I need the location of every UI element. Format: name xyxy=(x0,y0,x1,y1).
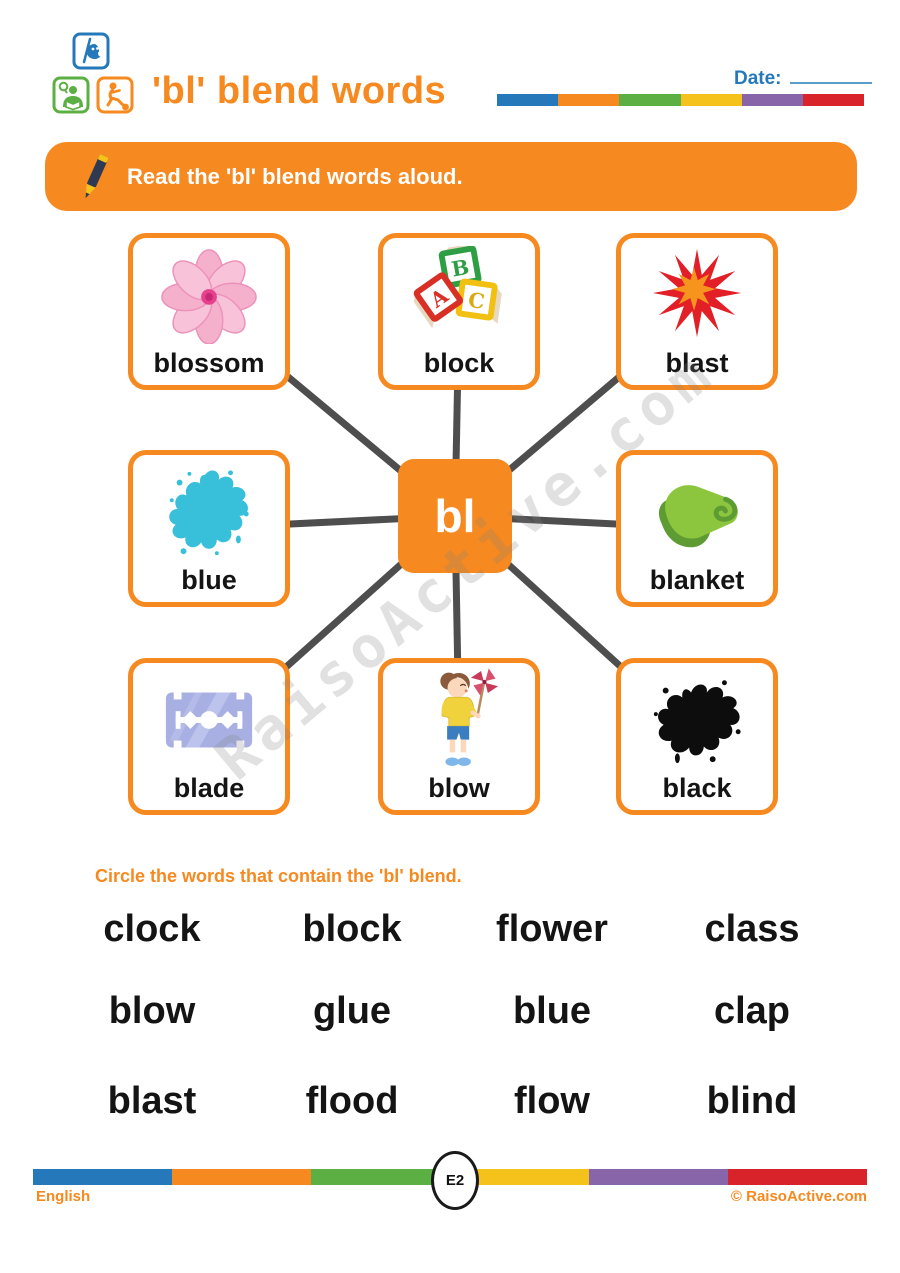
grid-word: blind xyxy=(706,1080,798,1122)
word-card-blue: blue xyxy=(128,450,290,607)
grid-word: clock xyxy=(103,908,201,950)
date-field: Date: xyxy=(734,68,872,90)
stripe-segment xyxy=(172,1169,311,1185)
word-card-blow: blow xyxy=(378,658,540,815)
stripe-segment xyxy=(741,94,803,106)
grid-word: clap xyxy=(713,990,791,1032)
sports-runner-icon xyxy=(96,76,134,114)
card-word: blow xyxy=(428,773,490,803)
svg-text:B: B xyxy=(450,255,471,282)
stripe-segment xyxy=(558,94,620,106)
level-badge: E2 xyxy=(431,1151,479,1210)
grid-word: blow xyxy=(108,990,196,1032)
stripe-segment xyxy=(619,94,681,106)
word-card-black: black xyxy=(616,658,778,815)
green-blanket-image xyxy=(645,463,749,561)
instruction-banner: Read the 'bl' blend words aloud. xyxy=(45,142,857,211)
page-title: 'bl' blend words xyxy=(152,70,447,112)
word-grid-row: clock block flower class xyxy=(52,908,852,951)
card-word: black xyxy=(662,773,732,803)
card-word: block xyxy=(423,348,495,378)
pink-blossom-flower-image xyxy=(157,246,261,345)
explosion-burst-image xyxy=(645,246,749,344)
razor-blade-image xyxy=(157,671,261,769)
card-word: blue xyxy=(181,565,237,595)
reading-person-icon xyxy=(52,76,90,114)
stripe-segment xyxy=(450,1169,589,1185)
stripe-segment xyxy=(802,94,865,106)
rainbow-stripe-bottom xyxy=(33,1169,867,1185)
word-card-blossom: blossom xyxy=(128,233,290,390)
card-word: blast xyxy=(665,348,729,378)
footer-subject-label: English xyxy=(36,1188,91,1205)
grid-word: class xyxy=(704,908,800,950)
grid-word: glue xyxy=(312,990,392,1032)
rainbow-stripe-top xyxy=(497,94,865,106)
word-card-block: B C A block xyxy=(378,233,540,390)
black-ink-splat-image xyxy=(645,671,749,769)
blue-paint-splat-image xyxy=(157,463,261,561)
grid-word: flow xyxy=(514,1080,590,1122)
grid-word: blast xyxy=(107,1080,197,1122)
grid-word: blue xyxy=(512,990,592,1032)
footer-copyright: © RaisoActive.com xyxy=(730,1188,867,1205)
circle-instruction: Circle the words that contain the 'bl' b… xyxy=(95,866,462,886)
art-palette-icon xyxy=(72,32,110,70)
stripe-segment xyxy=(589,1169,728,1185)
date-blank-line xyxy=(789,68,872,84)
card-word: blossom xyxy=(153,348,265,378)
word-grid-row: blast flood flow blind xyxy=(52,1080,852,1123)
boy-blowing-pinwheel-image xyxy=(411,665,507,777)
grid-word: flower xyxy=(496,908,608,950)
grid-word: block xyxy=(302,908,402,950)
word-card-blade: blade xyxy=(128,658,290,815)
card-word: blanket xyxy=(649,565,745,595)
stripe-segment xyxy=(680,94,742,106)
stripe-segment xyxy=(497,94,559,106)
card-word: blade xyxy=(173,773,245,803)
grid-word: flood xyxy=(305,1080,399,1122)
abc-toy-blocks-image: B C A xyxy=(407,242,511,344)
word-card-blanket: blanket xyxy=(616,450,778,607)
word-card-blast: blast xyxy=(616,233,778,390)
date-label: Date: xyxy=(734,68,782,89)
stripe-segment xyxy=(311,1169,450,1185)
pencil-icon xyxy=(85,153,109,198)
word-grid-row: blow glue blue clap xyxy=(52,990,852,1033)
banner-instruction-text: Read the 'bl' blend words aloud. xyxy=(127,163,463,189)
stripe-segment xyxy=(33,1169,172,1185)
center-blend-node: bl xyxy=(398,459,512,573)
stripe-segment xyxy=(728,1169,867,1185)
svg-text:C: C xyxy=(467,288,487,314)
